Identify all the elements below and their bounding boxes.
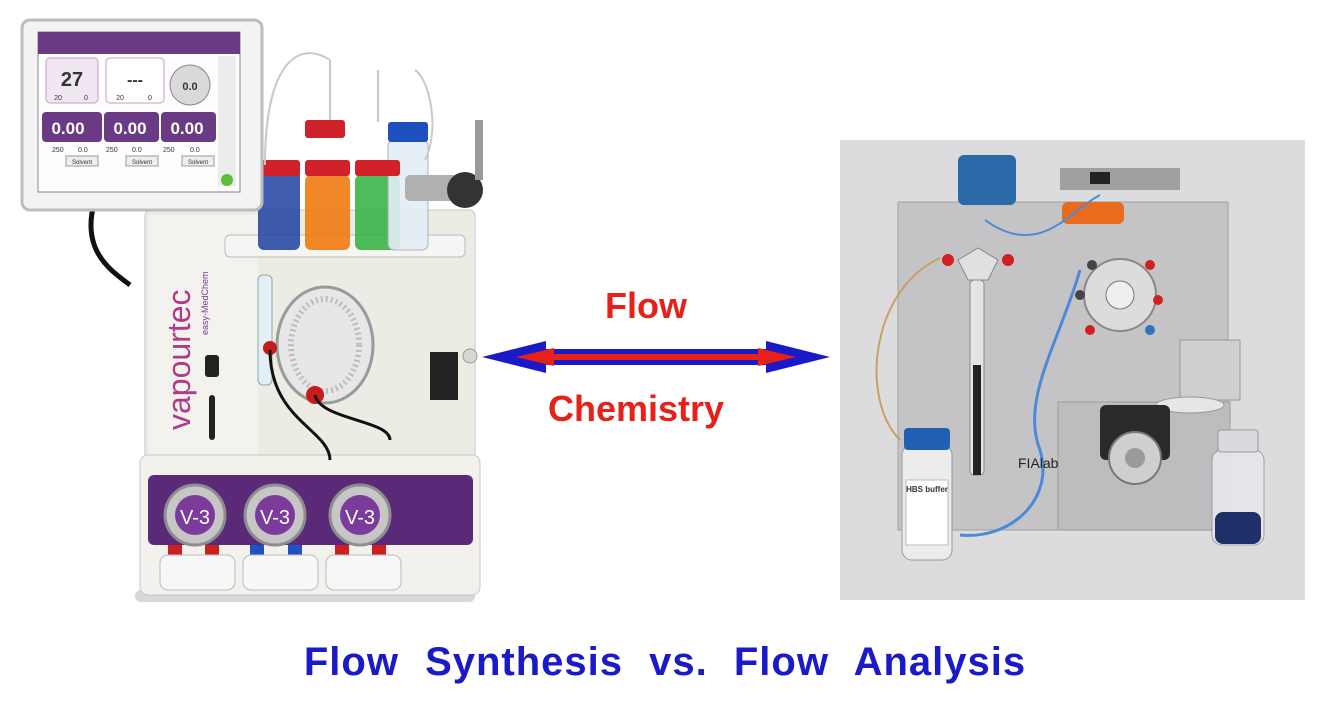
bottle-label: HBS buffer bbox=[906, 485, 948, 494]
pump-readout: 0.00 bbox=[51, 119, 84, 138]
pump-head bbox=[163, 483, 227, 547]
pump-head bbox=[328, 483, 392, 547]
pump-head bbox=[243, 483, 307, 547]
pump-sub-value: 250 bbox=[106, 147, 118, 154]
pump-solvent-button: Solvent bbox=[188, 160, 208, 166]
screen-dash: --- bbox=[127, 72, 143, 89]
screen-row-value: 0 bbox=[148, 95, 152, 102]
screen-row-value: 20 bbox=[116, 95, 124, 102]
pump-sub-value: 250 bbox=[163, 147, 175, 154]
pump-sub-value: 0.0 bbox=[78, 147, 88, 154]
pump-readout: 0.00 bbox=[170, 119, 203, 138]
screen-pressure: 0.0 bbox=[182, 81, 197, 93]
pump-badge: V-3 bbox=[345, 507, 375, 529]
screen-temperature: 27 bbox=[61, 69, 83, 91]
vapourtec-brand: vapourtec bbox=[161, 289, 197, 430]
vapourtec-instrument-image: V-3 V-3 V-3 vapourtec easy-MedChem bbox=[20, 18, 483, 602]
pump-solvent-button: Solvent bbox=[132, 160, 152, 166]
fialab-instrument-image: HBS buffer FIAlab bbox=[840, 140, 1305, 600]
pump-badge: V-3 bbox=[180, 507, 210, 529]
double-arrow-icon bbox=[482, 341, 830, 373]
fialab-brand: FIAlab bbox=[1018, 455, 1059, 471]
page-title: Flow Synthesis vs. Flow Analysis bbox=[303, 640, 1027, 684]
pump-solvent-button: Solvent bbox=[72, 160, 92, 166]
pump-sub-value: 0.0 bbox=[132, 147, 142, 154]
pump-readout: 0.00 bbox=[113, 119, 146, 138]
pump-sub-value: 250 bbox=[52, 147, 64, 154]
screen-row-value: 20 bbox=[54, 95, 62, 102]
arrow-label-chemistry: Chemistry bbox=[548, 388, 725, 429]
vapourtec-model: easy-MedChem bbox=[200, 271, 210, 335]
pump-badge: V-3 bbox=[260, 507, 290, 529]
arrow-label-flow: Flow bbox=[605, 285, 687, 326]
pump-sub-value: 0.0 bbox=[190, 147, 200, 154]
screen-row-value: 0 bbox=[84, 95, 88, 102]
